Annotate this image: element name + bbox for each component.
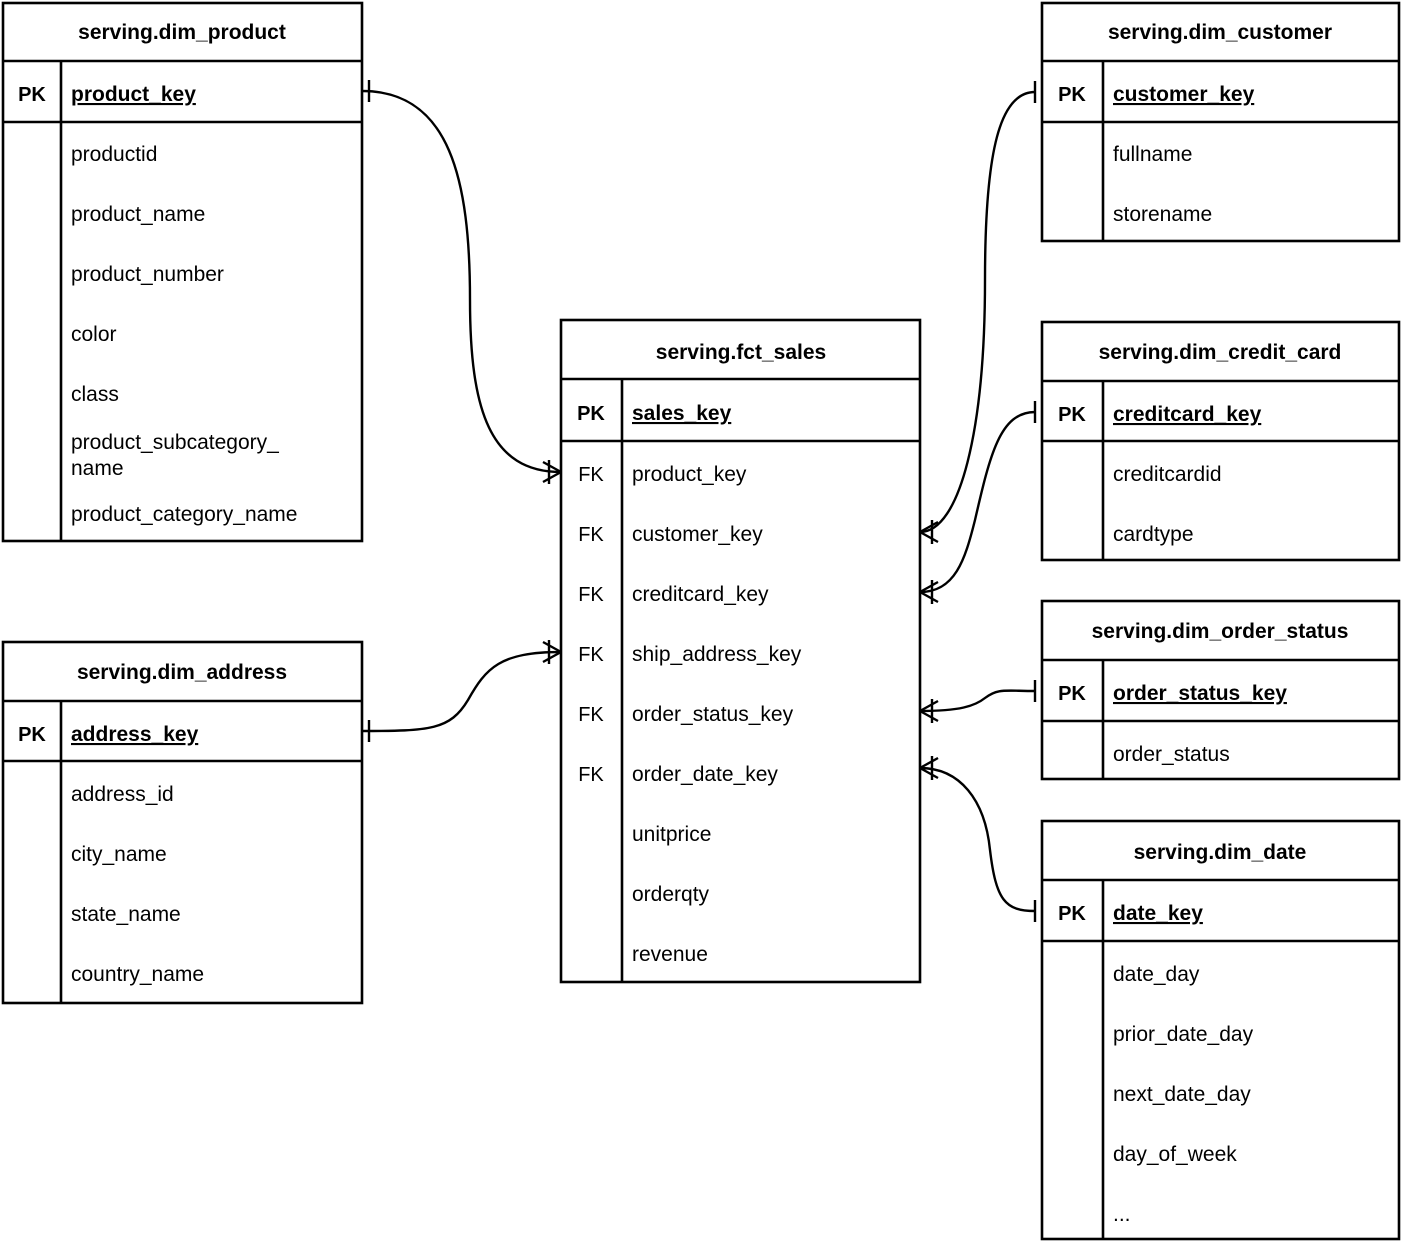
column-customer-key: customer_key <box>1113 83 1255 106</box>
column-product-key: product_key <box>71 83 196 106</box>
table-dim-order-status-title: serving.dim_order_status <box>1092 620 1349 643</box>
pk-tag: PK <box>1058 404 1086 426</box>
fk-tag: FK <box>578 704 604 726</box>
relationship-address[interactable] <box>361 640 562 742</box>
relationship-date[interactable] <box>919 756 1037 922</box>
column-date-day: date_day <box>1113 963 1200 986</box>
column-next-date-day: next_date_day <box>1113 1083 1251 1106</box>
column-country-name: country_name <box>71 963 204 986</box>
table-dim-date-title: serving.dim_date <box>1134 841 1307 864</box>
relationship-line <box>919 410 1036 594</box>
crowsfoot <box>919 756 939 780</box>
column-date-key: date_key <box>1113 902 1203 925</box>
column-city-name: city_name <box>71 843 167 866</box>
pk-tag: PK <box>18 724 46 746</box>
column-creditcardid: creditcardid <box>1113 463 1222 486</box>
crowsfoot <box>919 580 939 604</box>
table-dim-credit-card-title: serving.dim_credit_card <box>1099 341 1342 364</box>
table-fct-sales-title: serving.fct_sales <box>656 341 826 364</box>
column-ship-address-key: ship_address_key <box>632 643 802 666</box>
relationship-credit-card[interactable] <box>919 401 1037 604</box>
fk-tag: FK <box>578 764 604 786</box>
table-dim-credit-card[interactable]: serving.dim_credit_card PK creditcard_ke… <box>1040 320 1401 562</box>
column-product-number: product_number <box>71 263 224 286</box>
table-dim-product[interactable]: serving.dim_product PK product_key produ… <box>1 1 364 543</box>
relationship-line <box>919 766 1036 913</box>
table-dim-product-title: serving.dim_product <box>78 21 286 44</box>
fk-tag: FK <box>578 584 604 606</box>
column-revenue: revenue <box>632 943 708 966</box>
relationship-line <box>919 689 1036 713</box>
table-dim-order-status[interactable]: serving.dim_order_status PK order_status… <box>1040 599 1401 781</box>
relationship-product[interactable] <box>361 80 562 484</box>
column-creditcard-key: creditcard_key <box>632 583 769 606</box>
column-storename: storename <box>1113 203 1212 226</box>
relationship-order-status[interactable] <box>919 680 1037 723</box>
table-dim-customer[interactable]: serving.dim_customer PK customer_key ful… <box>1040 1 1401 243</box>
pk-tag: PK <box>1058 683 1086 705</box>
pk-tag: PK <box>1058 84 1086 106</box>
relationship-line <box>361 89 562 474</box>
column-product-key: product_key <box>632 463 747 486</box>
crowsfoot <box>542 640 562 664</box>
table-dim-customer-title: serving.dim_customer <box>1108 21 1332 44</box>
table-dim-product-frame <box>1 1 364 543</box>
relationship-line <box>361 650 562 733</box>
column-product-subcategory-name-line1: product_subcategory_ <box>71 431 279 454</box>
table-dim-date[interactable]: serving.dim_date PK date_key date_day pr… <box>1040 819 1401 1241</box>
crowsfoot <box>919 699 939 723</box>
table-dim-date-frame <box>1040 819 1401 1241</box>
crowsfoot <box>542 460 562 484</box>
column-address-key: address_key <box>71 723 199 746</box>
column-product-subcategory-name-line2: name <box>71 457 124 480</box>
fk-tag: FK <box>578 524 604 546</box>
table-dim-order-status-frame <box>1040 599 1401 781</box>
column-creditcard-key: creditcard_key <box>1113 403 1262 426</box>
pk-tag: PK <box>1058 903 1086 925</box>
relationship-customer[interactable] <box>919 81 1037 544</box>
table-dim-address-title: serving.dim_address <box>77 661 287 684</box>
column-class: class <box>71 383 119 406</box>
fk-tag: FK <box>578 464 604 486</box>
column-unitprice: unitprice <box>632 823 711 846</box>
relationship-line <box>919 90 1036 534</box>
column-product-category-name: product_category_name <box>71 503 297 526</box>
column-order-status: order_status <box>1113 743 1230 766</box>
fk-tag: FK <box>578 644 604 666</box>
column-cardtype: cardtype <box>1113 523 1194 546</box>
column-product-name: product_name <box>71 203 205 226</box>
column-order-date-key: order_date_key <box>632 763 778 786</box>
table-fct-sales[interactable]: serving.fct_sales PK sales_key FK produc… <box>559 318 922 984</box>
column-ellipsis: ... <box>1113 1203 1131 1226</box>
column-order-status-key: order_status_key <box>632 703 794 726</box>
column-customer-key: customer_key <box>632 523 763 546</box>
column-productid: productid <box>71 143 157 166</box>
column-prior-date-day: prior_date_day <box>1113 1023 1254 1046</box>
pk-tag: PK <box>577 403 605 425</box>
pk-tag: PK <box>18 84 46 106</box>
column-sales-key: sales_key <box>632 402 732 425</box>
column-state-name: state_name <box>71 903 181 926</box>
table-dim-address[interactable]: serving.dim_address PK address_key addre… <box>1 640 364 1005</box>
column-fullname: fullname <box>1113 143 1192 166</box>
column-orderqty: orderqty <box>632 883 710 906</box>
column-color: color <box>71 323 117 346</box>
column-day-of-week: day_of_week <box>1113 1143 1237 1166</box>
column-order-status-key: order_status_key <box>1113 682 1287 705</box>
crowsfoot <box>919 520 939 544</box>
column-address-id: address_id <box>71 783 174 806</box>
table-dim-address-frame <box>1 640 364 1005</box>
